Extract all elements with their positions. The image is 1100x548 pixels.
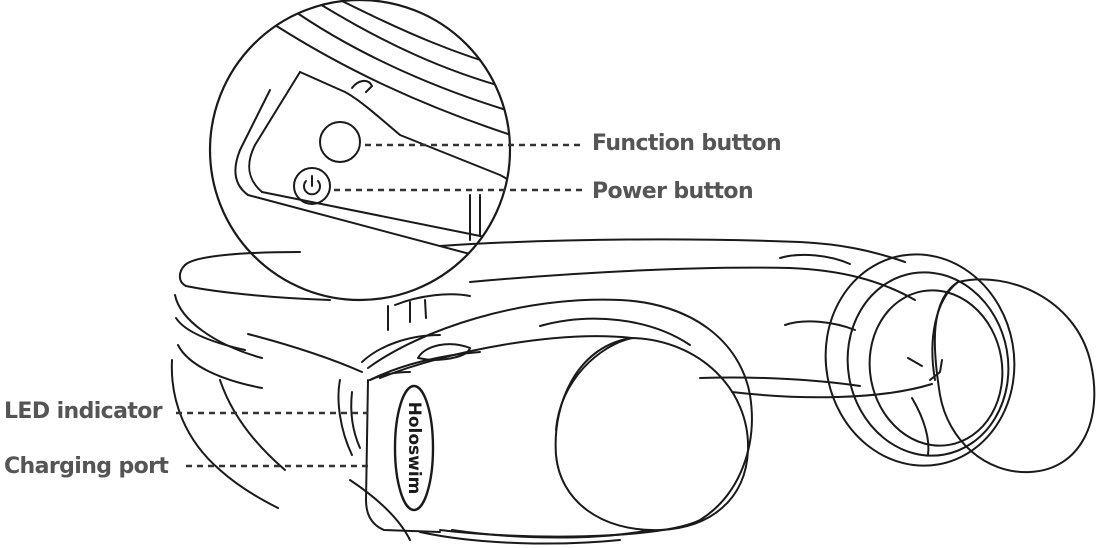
zoom-circle (208, 0, 512, 302)
right-eye-cup (824, 253, 1096, 474)
brand-badge (393, 384, 435, 512)
led-indicator-label: LED indicator (4, 399, 163, 424)
charging-port-label: Charging port (4, 454, 169, 479)
control-housing (349, 293, 633, 541)
function-button-shape (319, 121, 361, 163)
power-button-label: Power button (592, 179, 754, 204)
nose-bridge (699, 357, 943, 456)
head-strap (170, 238, 916, 509)
power-icon (303, 175, 321, 196)
power-button-shape (293, 167, 331, 205)
zoom-detail (234, 0, 510, 263)
function-button-label: Function button (592, 131, 782, 156)
brand-label: Holoswim (404, 402, 424, 495)
left-eye-cup (337, 298, 753, 545)
